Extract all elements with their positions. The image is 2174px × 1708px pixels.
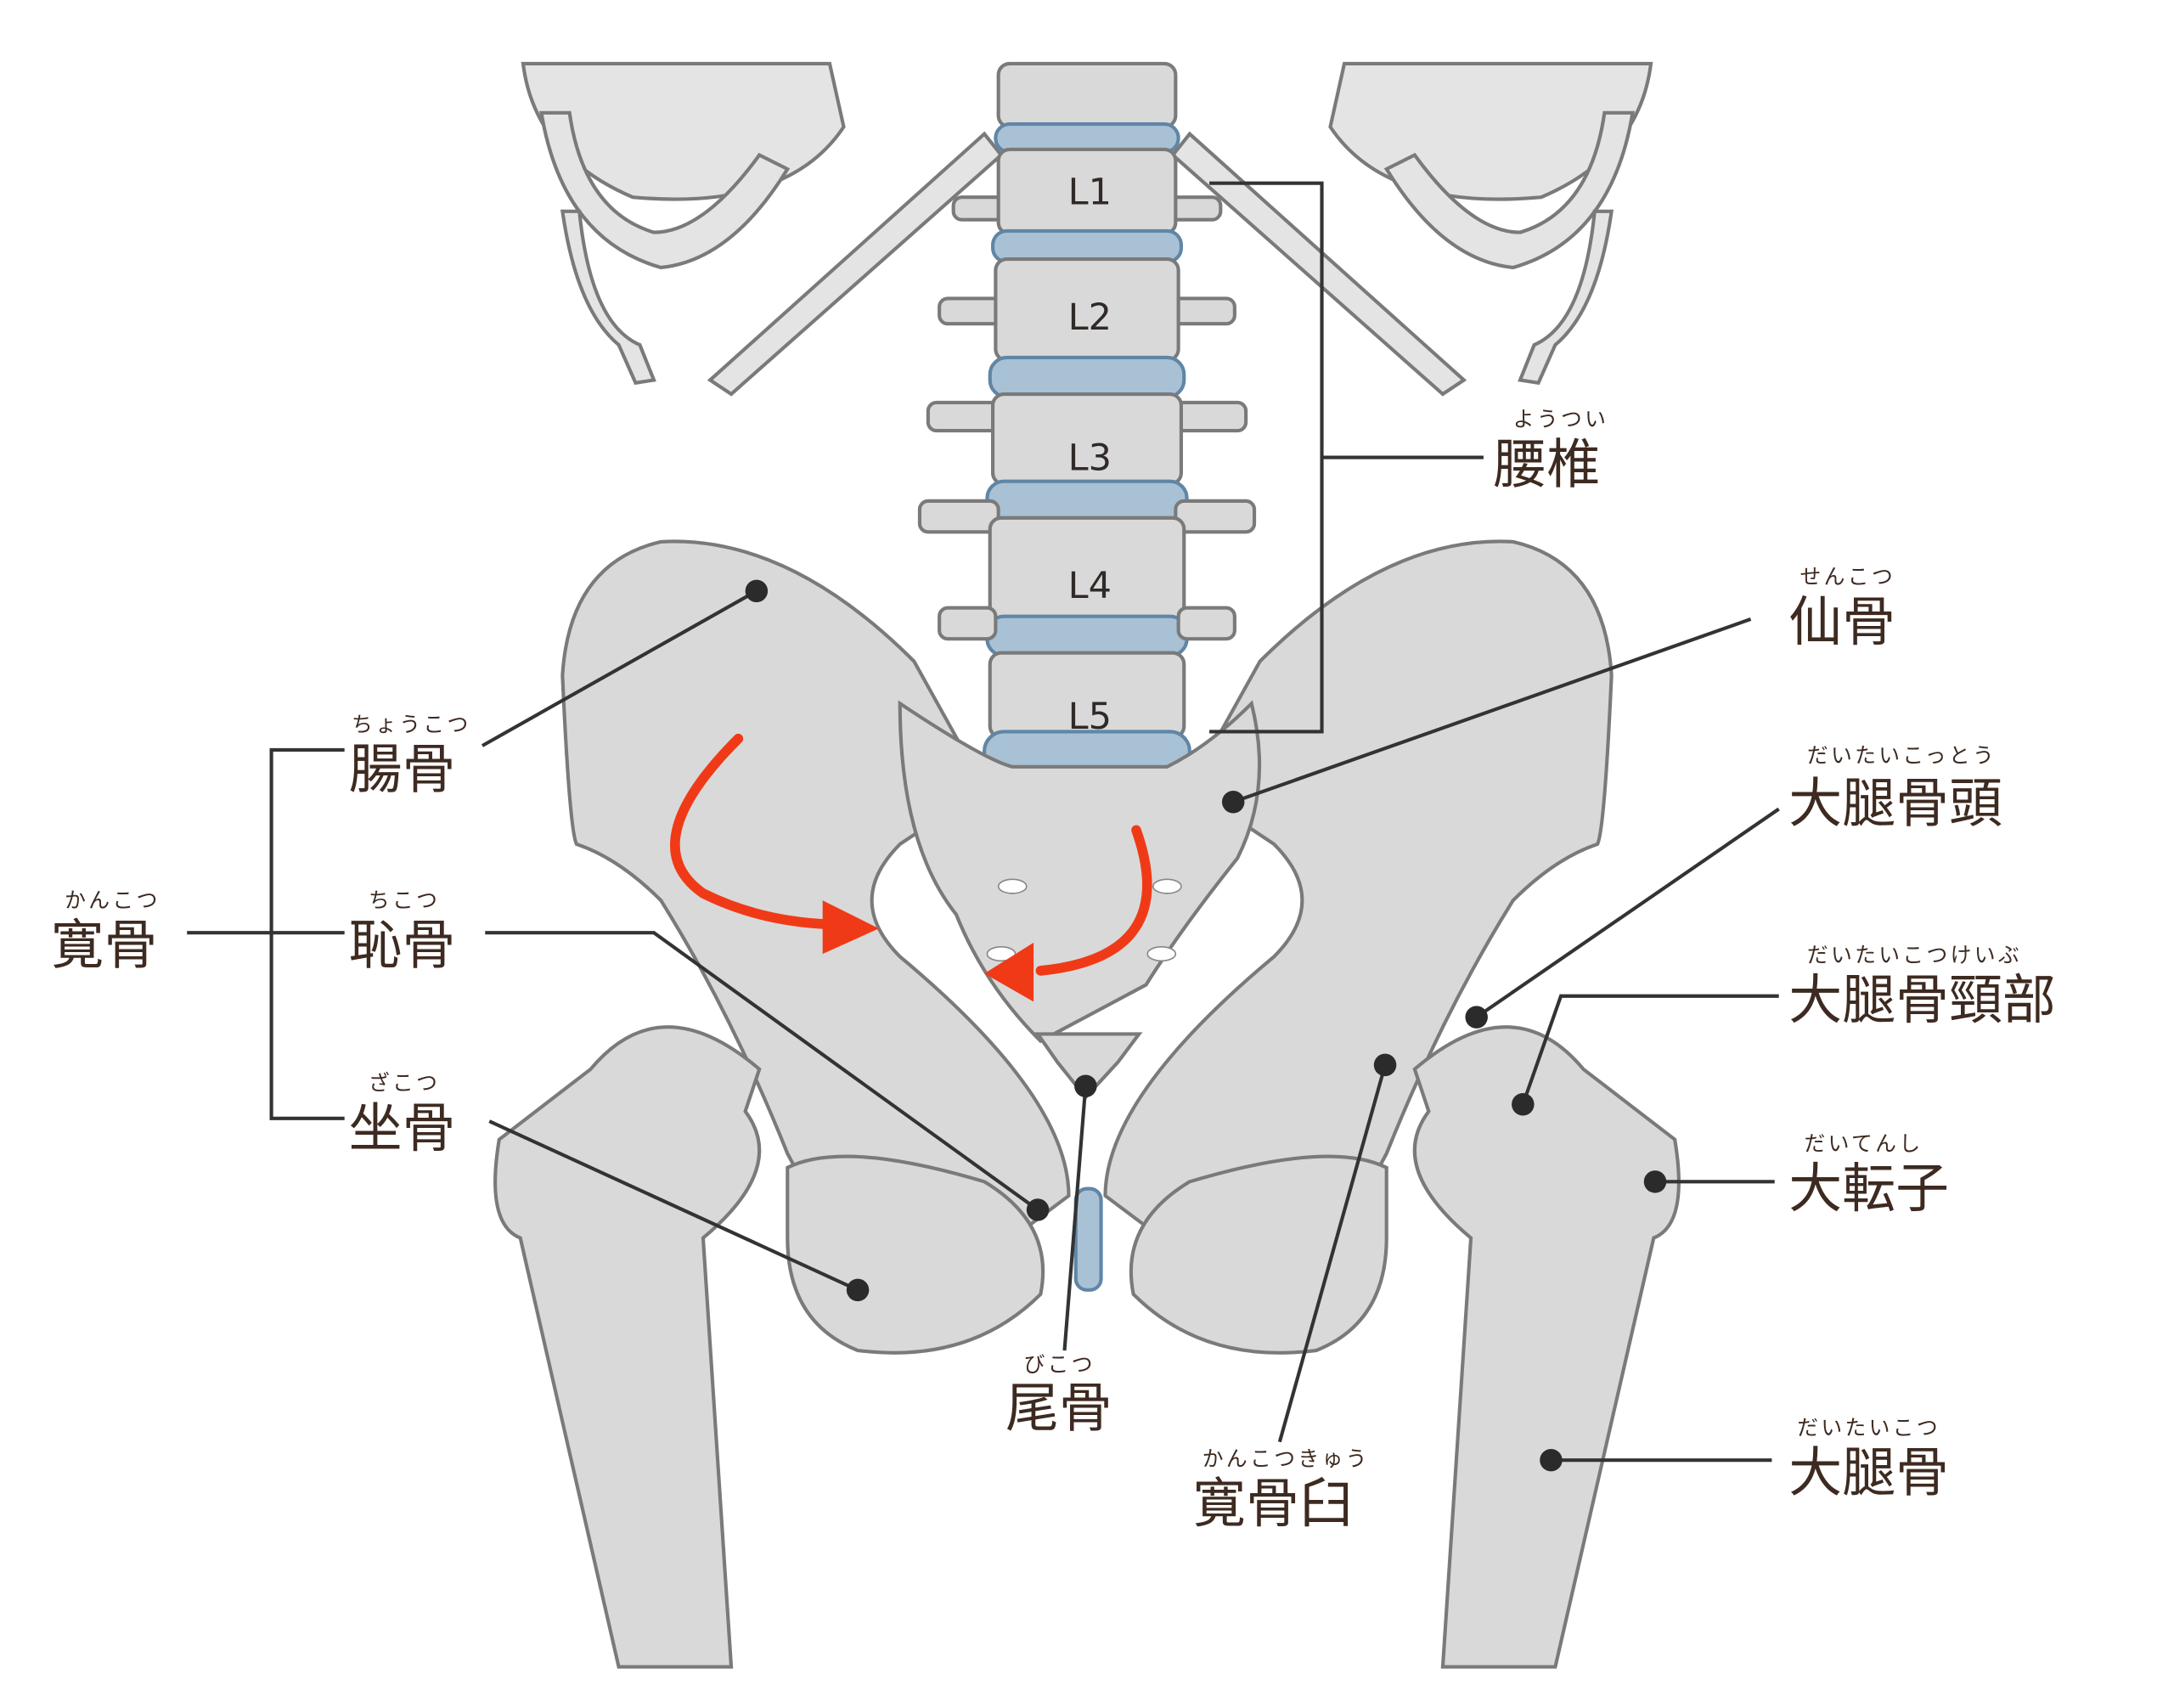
ruby: だいたいこっとう [1807,743,1997,768]
label-pubis: ちこつ 恥骨 [349,888,456,976]
label-greater-trochanter: だいてんし 大転子 [1788,1131,1949,1220]
label-femoral-head: だいたいこっとう 大腿骨頭 [1788,743,2002,835]
label-text: 寛骨臼 [1192,1473,1353,1535]
arrow-head-left [822,900,879,955]
ribcage [521,61,1653,397]
ruby: ようつい [1513,407,1609,431]
ruby: せんこつ [1800,565,1896,589]
femurs [493,1025,1681,1669]
ruby: だいたいこつ [1797,1415,1940,1440]
vertebra-label-l3: L3 [1068,437,1112,479]
lumbar-spine [917,61,1257,779]
vertebra-label-l4: L4 [1068,565,1112,607]
label-femur: だいたいこつ 大腿骨 [1788,1415,1949,1503]
rotation-arrows [670,733,1152,1002]
label-text: 大転子 [1788,1158,1949,1220]
leader-lines [187,181,1780,1463]
marker-dots [745,579,1667,1472]
label-text: 寛骨 [51,915,158,977]
label-text: 腰椎 [1494,433,1601,495]
ruby: びこつ [1023,1352,1095,1377]
vertebra-label-l2: L2 [1068,296,1112,339]
label-ilium: ちょうこつ 腸骨 [349,712,471,801]
label-text: 大腿骨頸部 [1788,969,2056,1031]
label-text: 腸骨 [349,739,456,801]
arrow-head-right [984,942,1034,1002]
label-ischium: ざこつ 坐骨 [349,1071,456,1159]
label-text: 尾骨 [1005,1377,1112,1439]
label-text: 恥骨 [349,915,456,977]
pelvis [560,539,1614,1355]
ruby: かんこつ [65,888,161,912]
label-text: 仙骨 [1788,591,1895,653]
vertebra-label-l5: L5 [1068,696,1112,738]
label-hip-bone: かんこつ 寛骨 [51,888,161,977]
vertebra-label-l1: L1 [1068,171,1112,213]
ruby: かんこつきゅう [1202,1446,1370,1471]
ruby: ざこつ [369,1071,440,1096]
label-text: 大腿骨頭 [1788,772,2002,834]
ruby: だいてんし [1805,1131,1923,1156]
label-lumbar: ようつい 腰椎 [1494,407,1609,495]
ruby: だいたいこつけいぶ [1807,943,2022,967]
label-text: 坐骨 [349,1097,456,1159]
label-coccyx: びこつ 尾骨 [1005,1352,1112,1440]
label-acetabulum: かんこつきゅう 寛骨臼 [1192,1446,1370,1535]
ruby: ちこつ [369,888,440,912]
label-sacrum: せんこつ 仙骨 [1788,565,1895,653]
label-femoral-neck: だいたいこつけいぶ 大腿骨頸部 [1788,943,2056,1031]
ruby: ちょうこつ [352,712,471,736]
label-text: 大腿骨 [1788,1442,1949,1504]
